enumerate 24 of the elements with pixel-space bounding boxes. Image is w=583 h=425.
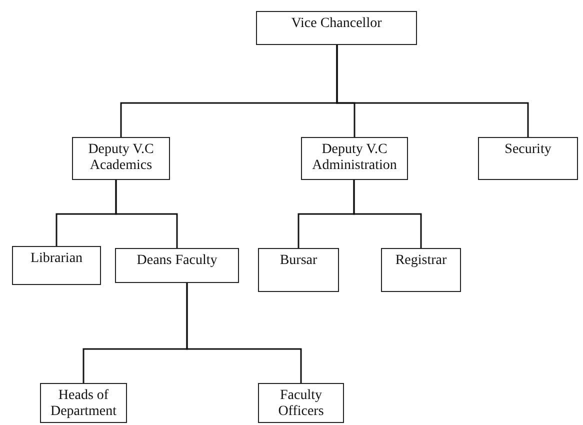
connector-line	[336, 45, 529, 137]
role-label: Bursar	[280, 253, 318, 269]
org-box	[301, 137, 408, 180]
role-label: Deputy V.C Administration	[311, 142, 398, 174]
org-box	[478, 137, 578, 180]
org-box	[12, 246, 101, 285]
org-box	[72, 137, 170, 180]
org-box	[381, 248, 461, 292]
org-box	[115, 248, 239, 283]
role-label: Registrar	[395, 253, 447, 269]
role-label: Faculty Officers	[277, 388, 325, 420]
connector-line	[115, 180, 178, 248]
connector-line	[186, 283, 302, 383]
connector-line	[353, 180, 422, 248]
role-label: Heads of Department	[49, 388, 118, 420]
org-box	[258, 248, 339, 292]
role-label: Deputy V.C Academics	[87, 142, 155, 174]
role-label: Librarian	[30, 251, 83, 267]
role-label: Security	[504, 142, 552, 158]
org-box	[40, 383, 127, 423]
role-label: Deans Faculty	[136, 253, 218, 269]
org-box	[256, 11, 417, 45]
org-box	[258, 383, 344, 423]
role-label: Vice Chancellor	[291, 16, 382, 32]
